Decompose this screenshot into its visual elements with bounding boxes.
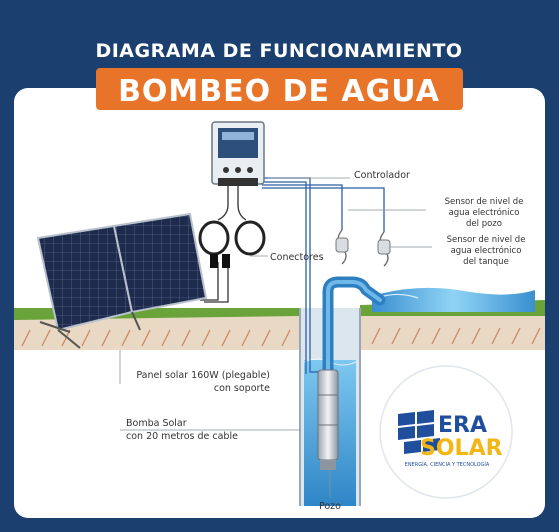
label-bomba-2: con 20 metros de cable bbox=[126, 431, 238, 442]
soil-right bbox=[360, 316, 545, 350]
label-panel-1: Panel solar 160W (plegable) bbox=[136, 370, 270, 381]
connectors-cable bbox=[198, 220, 266, 268]
label-conectores: Conectores bbox=[270, 252, 324, 263]
solar-panel bbox=[36, 212, 208, 349]
sensor-tank bbox=[377, 231, 391, 267]
label-pozo: Pozo bbox=[319, 501, 341, 512]
label-sensor-tanque-2: agua electrónico bbox=[451, 245, 522, 256]
discharge-pipe bbox=[322, 276, 386, 376]
title-banner bbox=[96, 68, 463, 110]
label-controlador: Controlador bbox=[354, 170, 410, 181]
solar-pump bbox=[317, 369, 339, 470]
era-solar-logo: ERA SOLAR ENERGÍA, CIENCIA Y TECNOLOGÍA bbox=[379, 365, 513, 499]
logo-brand-line2: SOLAR bbox=[420, 436, 503, 461]
label-sensor-pozo-2: agua electrónico bbox=[449, 207, 520, 218]
controller-box bbox=[211, 121, 265, 186]
label-bomba-1: Bomba Solar bbox=[126, 418, 187, 429]
cables bbox=[200, 177, 385, 374]
soil-left bbox=[14, 316, 300, 350]
soil-hatching bbox=[21, 327, 541, 347]
logo-tagline: ENERGÍA, CIENCIA Y TECNOLOGÍA bbox=[405, 461, 490, 468]
label-sensor-pozo-3: del pozo bbox=[466, 219, 502, 229]
leader-lines bbox=[119, 177, 432, 498]
label-sensor-tanque-1: Sensor de nivel de bbox=[447, 235, 526, 245]
logo-circle bbox=[379, 365, 513, 499]
logo-brand-line1: ERA bbox=[438, 413, 487, 438]
label-panel-2: con soporte bbox=[214, 383, 270, 394]
title-line1: DIAGRAMA DE FUNCIONAMIENTO bbox=[95, 40, 462, 62]
label-sensor-tanque-3: del tanque bbox=[463, 257, 509, 267]
title-line2: BOMBEO DE AGUA bbox=[118, 74, 440, 109]
label-sensor-pozo-1: Sensor de nivel de bbox=[445, 197, 524, 207]
solar-grid-icon bbox=[398, 410, 440, 454]
sensor-well bbox=[335, 229, 349, 265]
